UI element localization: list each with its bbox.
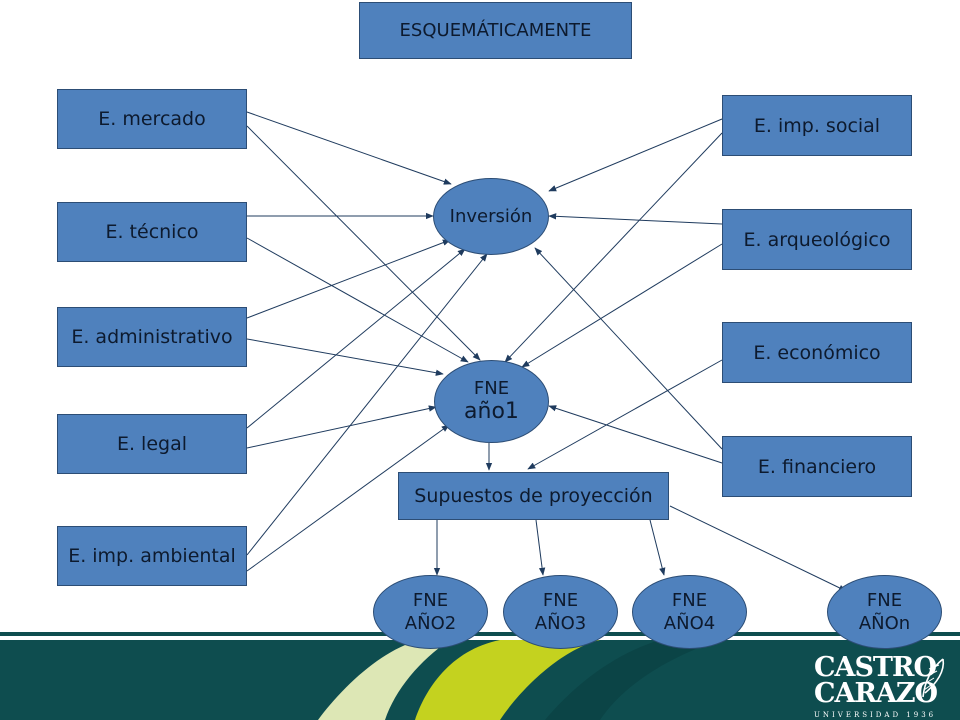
box-mercado: E. mercado [57,89,247,149]
box-economico-label: E. económico [753,341,881,364]
node-fne-ano1: FNE año1 [434,360,549,443]
node-fne-ano4-bottom: AÑO4 [663,613,716,634]
node-inversion: Inversión [433,178,549,255]
box-financiero: E. financiero [722,436,912,497]
logo-line-3: UNIVERSIDAD 1936 [814,711,937,719]
box-legal-label: E. legal [116,433,188,455]
box-legal: E. legal [57,414,247,474]
box-arqueologico-label: E. arqueológico [743,228,891,251]
node-fne-ano2-top: FNE [412,589,449,611]
logo-line-1: CASTRO [814,652,937,683]
node-inversion-label: Inversión [449,205,533,227]
node-fne-anon-top: FNE [866,589,903,611]
box-tecnico-label: E. técnico [105,221,199,243]
box-supuestos: Supuestos de proyección [398,472,669,520]
box-ambiental-label: E. imp. ambiental [68,545,236,567]
node-fne-ano3-top: FNE [542,589,579,611]
title-text: ESQUEMÁTICAMENTE [399,20,592,41]
node-fne-ano2-bottom: AÑO2 [404,613,457,634]
node-fne-ano4-top: FNE [671,589,708,611]
box-social-label: E. imp. social [753,114,881,137]
box-ambiental: E. imp. ambiental [57,526,247,586]
box-arqueologico: E. arqueológico [722,209,912,270]
box-mercado-label: E. mercado [98,108,206,130]
node-fne-ano3-bottom: AÑO3 [534,613,587,634]
node-fne-ano3: FNE AÑO3 [503,575,618,649]
node-fne-anon: FNE AÑOn [827,575,942,649]
node-fne-ano4: FNE AÑO4 [632,575,747,649]
box-administrativo: E. administrativo [57,307,247,367]
feather-icon [922,658,945,698]
box-tecnico: E. técnico [57,202,247,262]
node-fne-ano1-bottom: año1 [464,399,519,425]
logo-line-2: CARAZO [814,678,938,709]
university-logo: CASTRO CARAZO UNIVERSIDAD 1936 [814,652,945,719]
box-administrativo-label: E. administrativo [71,326,233,348]
box-supuestos-label: Supuestos de proyección [414,485,653,507]
box-financiero-label: E. financiero [757,455,877,478]
node-fne-ano1-top: FNE [473,377,510,399]
node-fne-anon-bottom: AÑOn [858,613,911,634]
title-box: ESQUEMÁTICAMENTE [359,2,632,59]
node-fne-ano2: FNE AÑO2 [373,575,488,649]
box-social: E. imp. social [722,95,912,156]
box-economico: E. económico [722,322,912,383]
